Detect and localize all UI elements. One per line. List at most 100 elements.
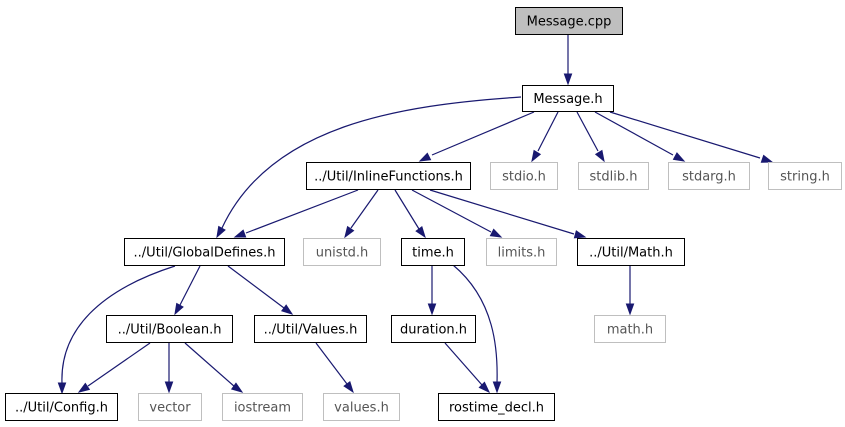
edge-line [394, 189, 420, 230]
edge-line [315, 342, 348, 385]
node-label: unistd.h [316, 246, 369, 261]
node-box [222, 393, 303, 421]
node-label: limits.h [498, 246, 546, 261]
node-box [522, 85, 614, 112]
node-label: ../Util/Values.h [264, 323, 358, 338]
node-label: Message.h [533, 92, 602, 107]
node-iostream: iostream [222, 393, 303, 421]
edge-arrowhead [281, 304, 294, 315]
edge-arrowhead [573, 230, 587, 239]
node-duration-h[interactable]: duration.h [391, 315, 476, 343]
node-math-util-h[interactable]: ../Util/Math.h [577, 238, 685, 266]
edge-inline_functions_h-to-math_util_h [429, 189, 587, 239]
edge-arrowhead [233, 229, 247, 238]
node-box [515, 7, 623, 35]
edge-arrowhead [492, 381, 502, 394]
edge-line [609, 111, 761, 159]
edge-arrowhead [760, 154, 774, 163]
node-box [391, 315, 476, 343]
node-global-defines-h[interactable]: ../Util/GlobalDefines.h [124, 238, 285, 266]
node-box [138, 393, 202, 421]
edge-global_defines_h-to-values_util_h [227, 265, 294, 315]
node-label: ../Util/InlineFunctions.h [314, 170, 463, 185]
edge-boolean_h-to-iostream [184, 342, 244, 393]
node-stdlib-h: stdlib.h [578, 162, 649, 190]
node-time-h[interactable]: time.h [401, 238, 465, 266]
edge-boolean_h-to-config_h [77, 342, 151, 393]
edge-line [350, 189, 379, 229]
edge-line [184, 342, 236, 388]
node-label: stdlib.h [590, 170, 638, 185]
node-label: Message.cpp [527, 15, 612, 30]
node-box [438, 393, 555, 421]
node-label: stdio.h [502, 170, 546, 185]
edge-time_h-to-rostime_decl_h [452, 264, 502, 394]
edge-arrowhead [531, 149, 542, 163]
edge-message_h-to-stdio_h [531, 111, 559, 163]
edge-arrowhead [594, 149, 605, 163]
node-box [306, 162, 471, 190]
node-values-h: values.h [323, 393, 400, 421]
node-label: vector [149, 401, 191, 416]
node-box [106, 315, 233, 343]
node-box [594, 315, 666, 343]
node-box [490, 162, 558, 190]
edge-values_util_h-to-values_h [315, 342, 354, 394]
node-math-h: math.h [594, 315, 666, 343]
node-stdarg-h: stdarg.h [668, 162, 750, 190]
node-box [486, 238, 557, 266]
node-label: stdarg.h [682, 170, 736, 185]
edge-arrowhead [672, 152, 686, 162]
node-values-util-h[interactable]: ../Util/Values.h [254, 315, 367, 343]
edge-message_h-to-inline_functions_h [418, 111, 535, 162]
node-box [668, 162, 750, 190]
edge-line [179, 265, 201, 306]
edge-line [594, 111, 674, 156]
edge-time_h-to-duration_h [427, 265, 437, 316]
edge-message_h-to-global_defines_h [216, 96, 522, 239]
node-label: ../Util/Math.h [589, 246, 673, 261]
node-label: ../Util/Config.h [15, 401, 108, 416]
edge-duration_h-to-rostime_decl_h [444, 342, 491, 394]
edge-inline_functions_h-to-unistd_h [344, 189, 379, 239]
edge-inline_functions_h-to-global_defines_h [233, 189, 359, 238]
node-stdio-h: stdio.h [490, 162, 558, 190]
edge-arrowhead [57, 382, 67, 395]
edge-line [452, 264, 498, 384]
edge-arrowhead [174, 302, 184, 316]
node-config-h[interactable]: ../Util/Config.h [5, 393, 118, 421]
edge-math_util_h-to-math_h [625, 265, 635, 316]
edge-boolean_h-to-vector [164, 343, 174, 394]
edge-inline_functions_h-to-time_h [394, 189, 426, 239]
edge-arrowhead [418, 152, 432, 162]
node-box [124, 238, 285, 266]
node-label: rostime_decl.h [449, 401, 544, 416]
edge-arrowhead [478, 381, 491, 394]
edge-arrowhead [563, 73, 573, 86]
edge-line [61, 265, 176, 384]
node-label: iostream [234, 401, 291, 416]
node-message-h[interactable]: Message.h [522, 85, 614, 112]
edge-message_h-to-stdarg_h [594, 111, 686, 162]
node-label: string.h [780, 170, 830, 185]
edge-arrowhead [230, 382, 244, 393]
node-inline-functions-h[interactable]: ../Util/InlineFunctions.h [306, 162, 471, 190]
node-box [323, 393, 400, 421]
node-rostime-decl-h[interactable]: rostime_decl.h [438, 393, 555, 421]
edge-line [87, 342, 151, 387]
edge-message_h-to-stdlib_h [576, 111, 605, 163]
edge-line [444, 342, 483, 386]
node-box [577, 238, 685, 266]
edge-arrowhead [343, 381, 354, 394]
edge-line [429, 189, 575, 235]
node-boolean-h[interactable]: ../Util/Boolean.h [106, 315, 233, 343]
node-box [768, 162, 842, 190]
edge-arrowhead [344, 225, 355, 239]
node-box [254, 315, 367, 343]
edge-arrowhead [489, 228, 503, 238]
node-limits-h: limits.h [486, 238, 557, 266]
node-message-cpp[interactable]: Message.cpp [515, 7, 623, 35]
edge-line [537, 111, 559, 152]
